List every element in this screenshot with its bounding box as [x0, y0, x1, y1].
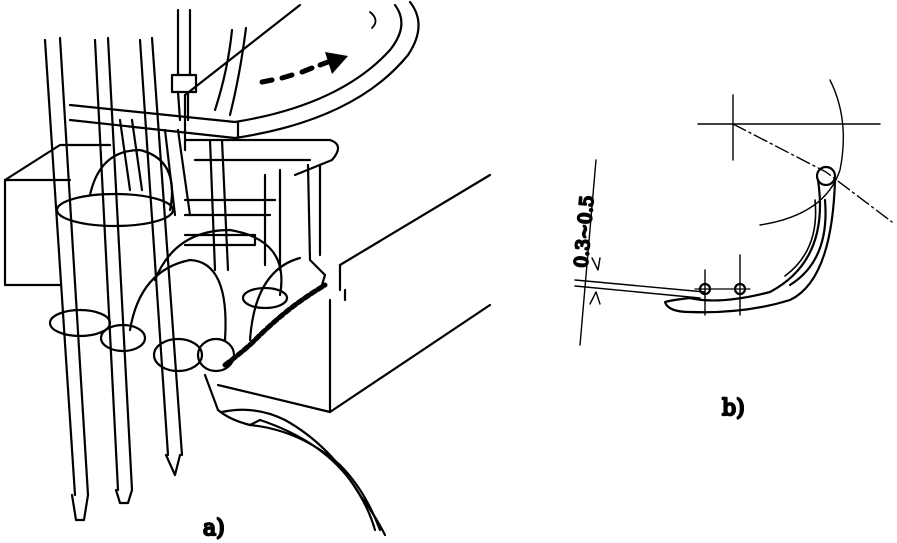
looper-hook — [663, 165, 837, 314]
center-line — [732, 123, 893, 223]
dimension-indicator — [574, 159, 706, 346]
chain-stitch — [222, 282, 328, 368]
left-block — [3, 143, 112, 287]
construction-arc — [759, 79, 844, 226]
needle-bar — [43, 8, 198, 522]
caption-a: a) — [203, 516, 225, 541]
right-block — [216, 173, 492, 414]
caption-b: b) — [722, 396, 745, 421]
motion-arrow — [259, 52, 348, 85]
thread-loops — [48, 148, 302, 373]
figure-a-looper-assembly: a) — [3, 0, 492, 542]
looper-eyes — [694, 254, 751, 316]
fabric-presser — [203, 373, 387, 537]
dimension-label: 0.3~0.5 — [571, 195, 598, 269]
figure-b-looper-detail: 0.3~0.5 b) — [570, 79, 893, 422]
looper-carrier-arc — [68, 0, 420, 140]
looper-lever-frame — [183, 138, 340, 287]
center-crosshair — [697, 94, 881, 161]
